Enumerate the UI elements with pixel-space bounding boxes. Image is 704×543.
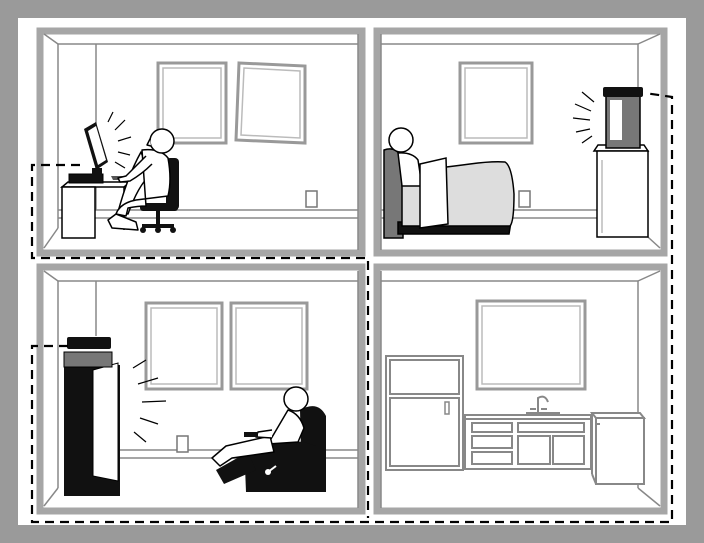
window-icon <box>460 63 532 143</box>
window-icon <box>477 301 585 389</box>
settop-box-icon <box>67 337 111 349</box>
window-icon <box>236 63 305 143</box>
night-stand-icon <box>594 145 648 237</box>
stove-icon <box>592 413 644 484</box>
room-bedroom <box>377 31 664 253</box>
outlet-icon <box>177 436 188 452</box>
television-icon <box>64 352 120 496</box>
refrigerator-icon <box>386 356 463 470</box>
remote-icon <box>244 432 258 437</box>
outlet-icon <box>519 191 530 207</box>
outlet-icon <box>306 191 317 207</box>
room-kitchen <box>377 267 664 511</box>
settop-box-icon <box>603 87 643 97</box>
window-icon <box>231 303 307 389</box>
room-office <box>40 31 362 253</box>
display-icon <box>606 94 640 148</box>
window-icon <box>146 303 222 389</box>
kitchen-counter-icon <box>465 415 591 469</box>
room-living <box>40 267 362 511</box>
